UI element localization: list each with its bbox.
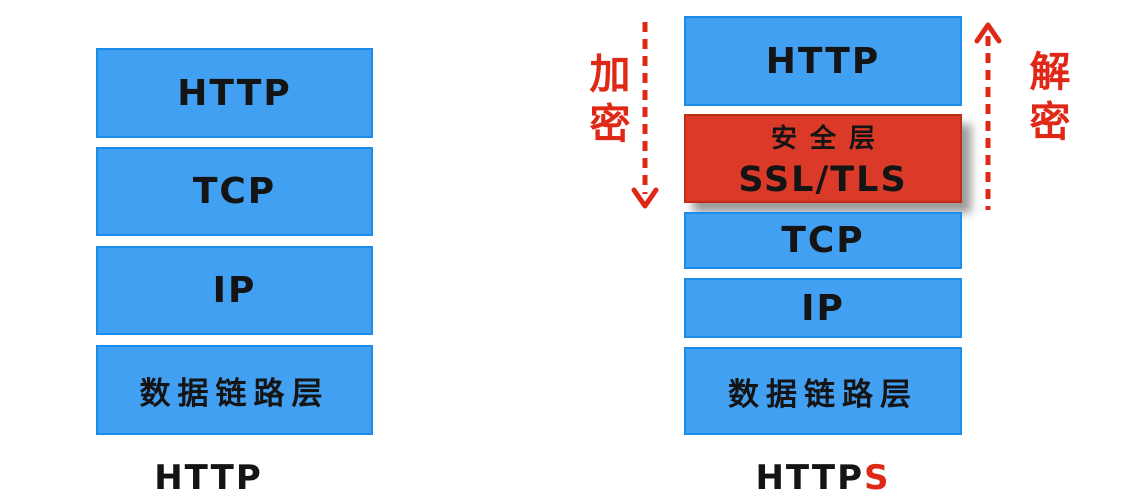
right-layer-tcp: TCP bbox=[684, 212, 962, 269]
right-layer-ssl-tls: 安全层 SSL/TLS bbox=[684, 114, 962, 203]
security-layer-label: 安全层 bbox=[770, 123, 888, 154]
decrypt-arrow-up-icon bbox=[974, 22, 1002, 210]
left-stack-caption: HTTP bbox=[154, 458, 263, 498]
right-stack-caption: HTTPS bbox=[684, 458, 962, 498]
left-layer-tcp: TCP bbox=[96, 147, 373, 236]
ssl-tls-label: SSL/TLS bbox=[738, 159, 908, 200]
caption-http-part: HTTP bbox=[755, 458, 865, 498]
layer-label: IP bbox=[212, 270, 257, 311]
left-layer-ip: IP bbox=[96, 246, 373, 335]
layer-label: 数据链路层 bbox=[728, 376, 918, 413]
encrypt-arrow-down-icon bbox=[631, 22, 659, 209]
decrypt-label: 解密 bbox=[1022, 50, 1070, 150]
encrypt-label: 加密 bbox=[582, 52, 630, 152]
left-layer-datalink: 数据链路层 bbox=[96, 345, 373, 435]
right-layer-ip: IP bbox=[684, 278, 962, 338]
layer-label: HTTP bbox=[177, 72, 292, 114]
left-layer-http: HTTP bbox=[96, 48, 373, 138]
caption-s-part: S bbox=[864, 458, 891, 498]
right-layer-http: HTTP bbox=[684, 16, 962, 106]
right-layer-datalink: 数据链路层 bbox=[684, 347, 962, 435]
layer-label: HTTP bbox=[765, 40, 881, 82]
layer-label: IP bbox=[801, 287, 845, 329]
layer-label: TCP bbox=[192, 171, 277, 212]
layer-label: TCP bbox=[781, 220, 865, 261]
layer-label: 数据链路层 bbox=[139, 375, 330, 412]
